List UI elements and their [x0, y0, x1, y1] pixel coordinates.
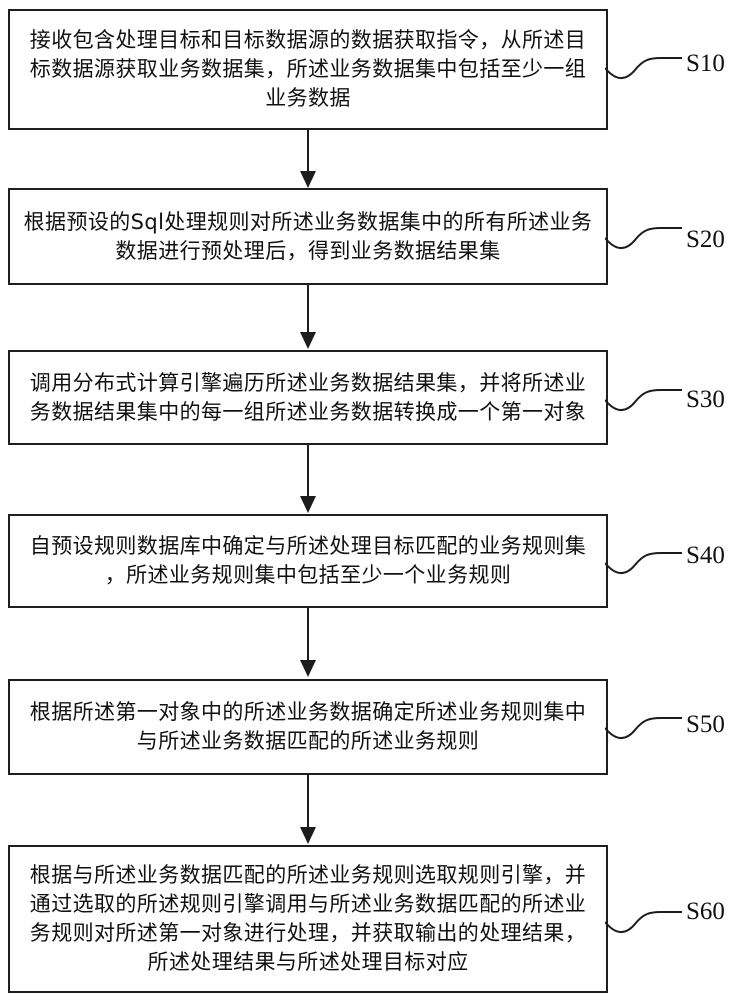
- step-label-s50: S50: [686, 711, 725, 738]
- step-text-line: 自预设规则数据库中确定与所述处理目标匹配的业务规则集: [29, 534, 587, 558]
- step-text-line: 通过选取的所述规则引擎调用与所述业务数据匹配的所述业: [29, 892, 587, 916]
- flowchart-step-box-s20: 根据预设的Sql处理规则对所述业务数据集中的所有所述业务 数据进行预处理后，得到…: [8, 188, 608, 285]
- arrow-shaft: [307, 130, 309, 172]
- step-connector-squiggle-s50: [605, 717, 682, 739]
- flowchart-step-box-s30: 调用分布式计算引擎遍历所述业务数据结果集，并将所述业 务数据结果集中的每一组所述…: [8, 350, 608, 445]
- step-label-s40: S40: [686, 542, 725, 569]
- flow-arrow-down: [300, 130, 316, 188]
- flow-arrow-down: [300, 285, 316, 349]
- flow-arrow-down: [300, 775, 316, 844]
- step-text-line: 调用分布式计算引擎遍历所述业务数据结果集，并将所述业: [29, 370, 587, 395]
- step-connector-squiggle-s10: [605, 57, 682, 79]
- flow-arrow-down: [300, 445, 316, 513]
- flow-arrow-down: [300, 608, 316, 677]
- arrow-head-icon: [300, 827, 316, 844]
- arrow-shaft: [307, 608, 309, 661]
- step-text-line: 标数据源获取业务数据集，所述业务数据集中包括至少一组: [29, 57, 587, 81]
- arrow-head-icon: [300, 496, 316, 513]
- step-label-s20: S20: [686, 226, 725, 253]
- step-text-line: 与所述业务数据匹配的所述业务规则: [136, 729, 480, 753]
- step-label-s30: S30: [686, 386, 725, 413]
- step-text-line: 业务数据: [265, 86, 351, 110]
- step-text-line: 根据所述第一对象中的所述业务数据确定所述业务规则集中: [29, 700, 587, 724]
- step-label-s60: S60: [686, 898, 725, 925]
- flowchart-step-box-s10: 接收包含处理目标和目标数据源的数据获取指令，从所述目 标数据源获取业务数据集，所…: [8, 9, 608, 130]
- arrow-head-icon: [300, 171, 316, 188]
- flowchart-step-box-s60: 根据与所述业务数据匹配的所述业务规则选取规则引擎，并 通过选取的所述规则引擎调用…: [8, 845, 608, 993]
- arrow-shaft: [307, 445, 309, 497]
- arrow-shaft: [307, 775, 309, 828]
- step-text-line: 所述处理结果与所述处理目标对应: [147, 950, 469, 974]
- step-text-line: 根据预设的Sql处理规则对所述业务数据集中的所有所述业务: [23, 209, 593, 234]
- flowchart-step-box-s40: 自预设规则数据库中确定与所述处理目标匹配的业务规则集 ，所述业务规则集中包括至少…: [8, 514, 608, 608]
- step-connector-squiggle-s20: [605, 227, 682, 249]
- step-text-line: 根据与所述业务数据匹配的所述业务规则选取规则引擎，并: [29, 863, 587, 887]
- step-connector-squiggle-s40: [605, 552, 682, 574]
- flowchart-step-box-s50: 根据所述第一对象中的所述业务数据确定所述业务规则集中 与所述业务数据匹配的所述业…: [8, 679, 608, 775]
- arrow-shaft: [307, 285, 309, 333]
- step-text-line: 务规则对所述第一对象进行处理，并获取输出的处理结果，: [29, 921, 587, 945]
- arrow-head-icon: [300, 660, 316, 677]
- step-text-line: 接收包含处理目标和目标数据源的数据获取指令，从所述目: [29, 28, 587, 52]
- step-text-line: 数据进行预处理后，得到业务数据结果集: [115, 238, 501, 263]
- step-label-s10: S10: [686, 50, 725, 77]
- arrow-head-icon: [300, 332, 316, 349]
- step-connector-squiggle-s30: [605, 389, 682, 411]
- step-text-line: ，所述业务规则集中包括至少一个业务规则: [104, 563, 512, 587]
- step-connector-squiggle-s60: [605, 911, 682, 933]
- step-text-line: 务数据结果集中的每一组所述业务数据转换成一个第一对象: [29, 399, 587, 424]
